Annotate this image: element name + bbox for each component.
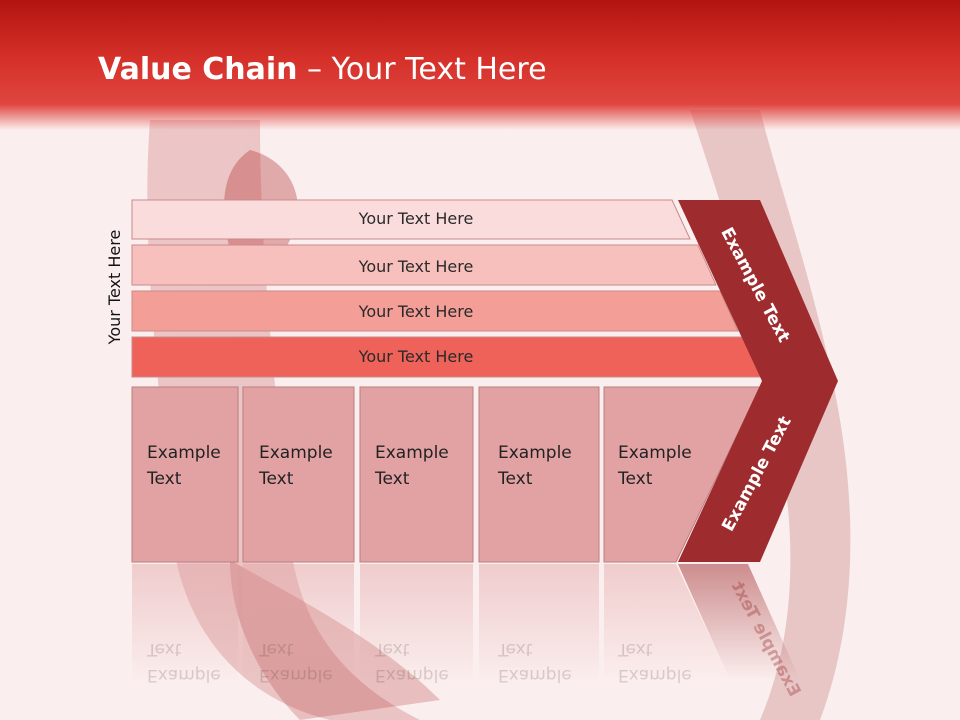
boxes-reflection	[132, 564, 730, 684]
activity-box-5	[603, 386, 761, 563]
row-bar-2	[131, 244, 717, 286]
title-band	[0, 0, 960, 130]
row-label-3: Your Text Here	[358, 302, 474, 321]
activity-box-4	[478, 386, 600, 563]
row-bar-1	[131, 199, 691, 240]
activity-box-3	[359, 386, 474, 563]
slide-title: Value Chain – Your Text Here	[98, 52, 547, 87]
activity-box-1	[131, 386, 239, 563]
row-label-1: Your Text Here	[358, 209, 474, 228]
chevron-reflection	[678, 564, 800, 680]
activity-box-2	[242, 386, 355, 563]
row-label-4: Your Text Here	[358, 347, 474, 366]
row-label-2: Your Text Here	[358, 257, 474, 276]
title-rest: – Your Text Here	[297, 52, 547, 87]
row-bar-3	[131, 290, 739, 332]
title-bold: Value Chain	[98, 52, 298, 87]
activity-boxes	[131, 386, 761, 563]
chevron-arrow	[678, 200, 838, 562]
